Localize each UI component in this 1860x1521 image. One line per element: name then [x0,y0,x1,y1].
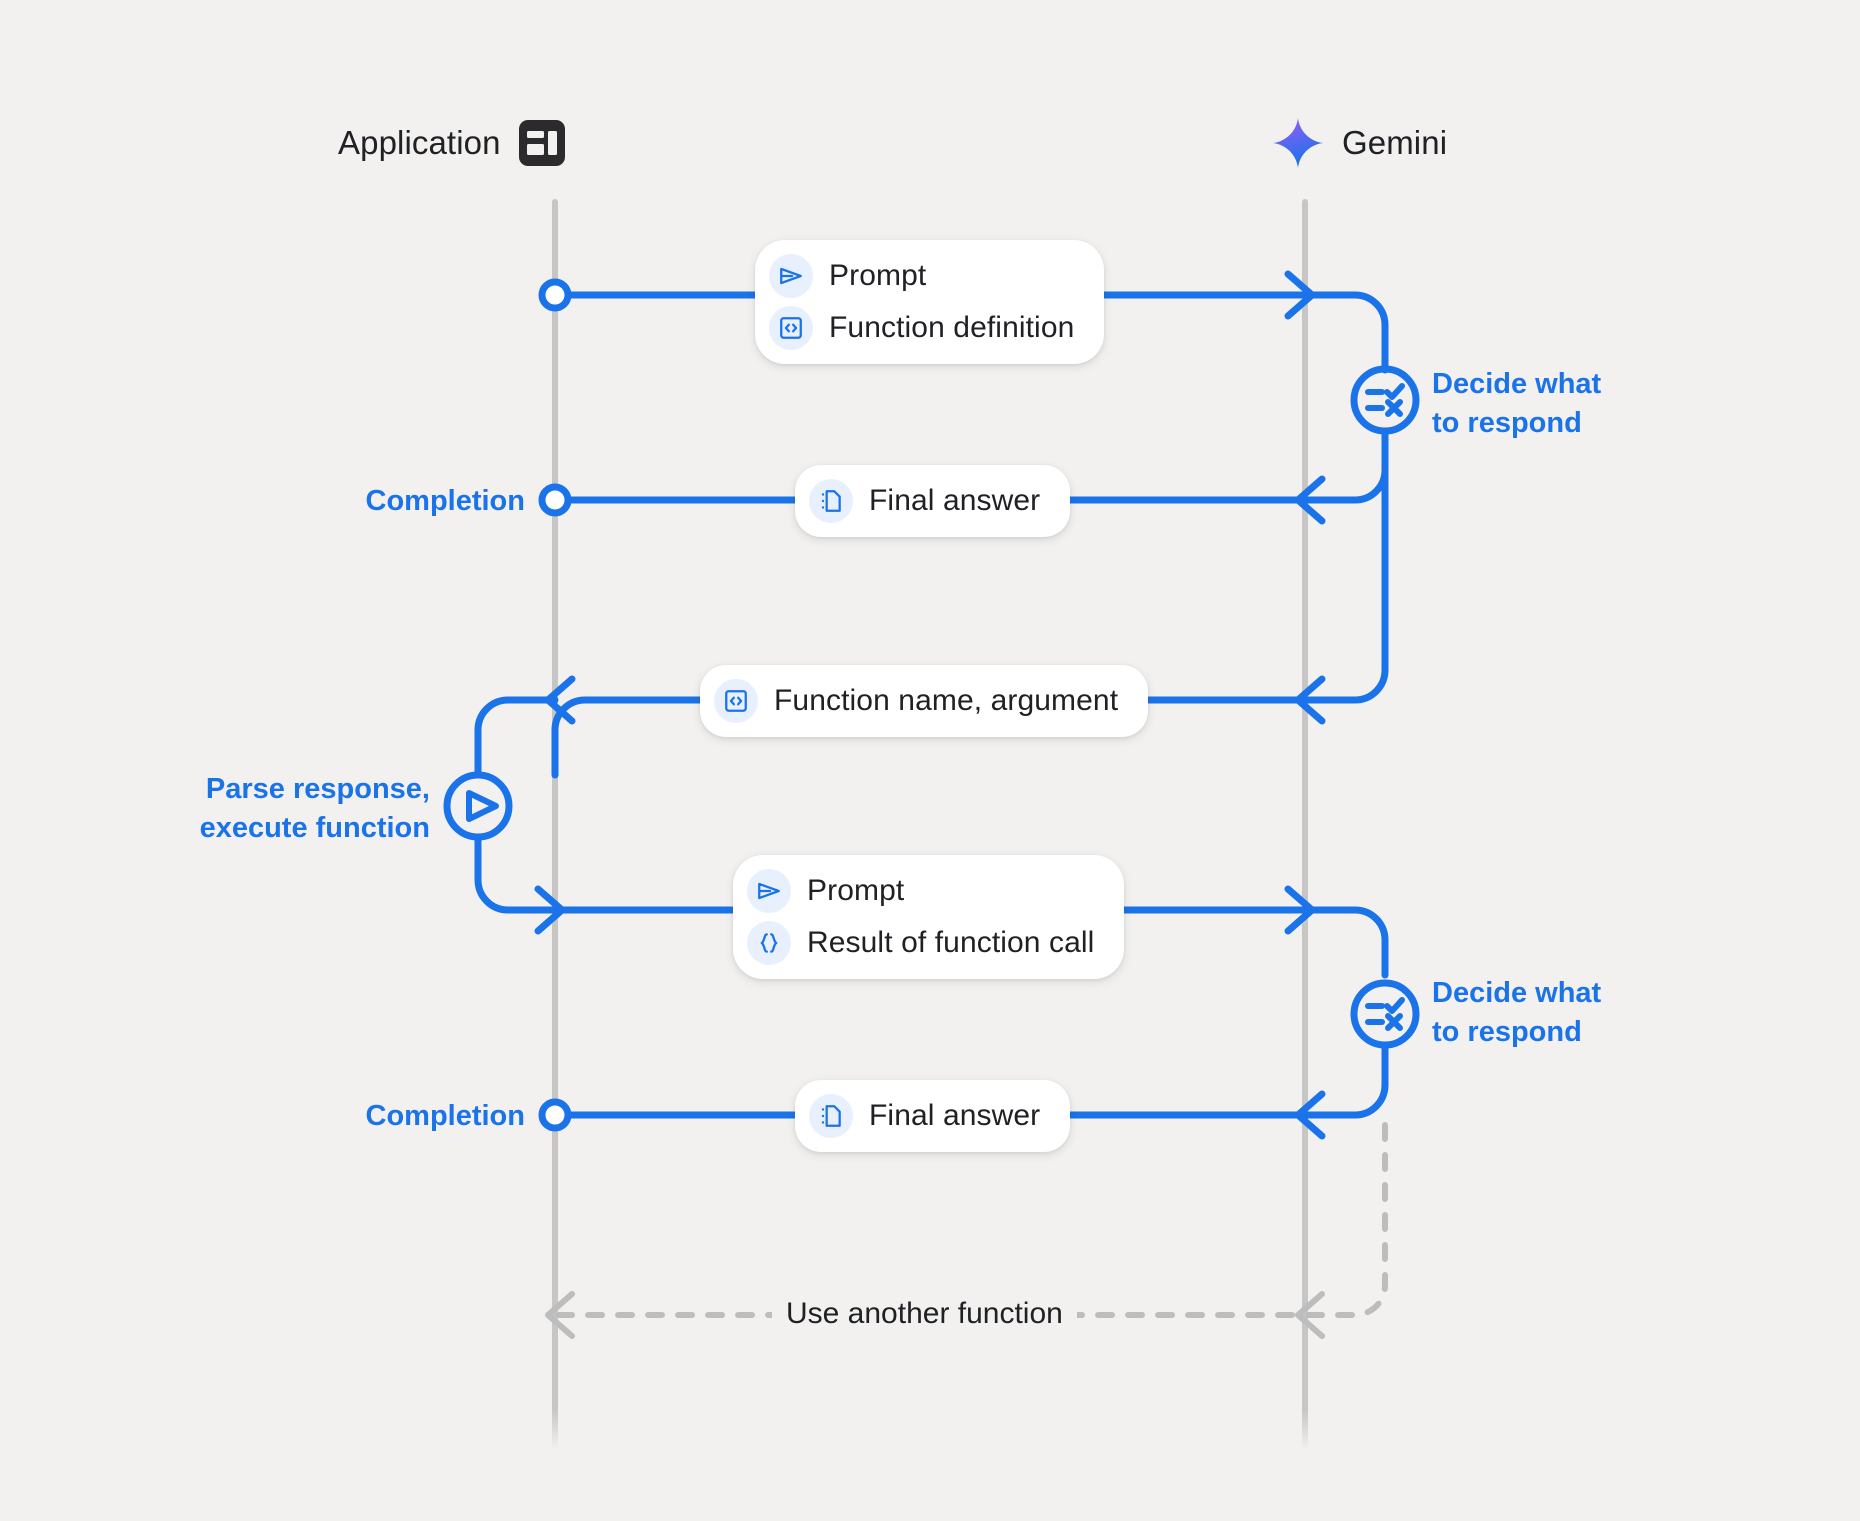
annotation-parse: Parse response, execute function [199,773,430,844]
lifeline-application [552,199,558,1450]
message-bubble-request-2[interactable]: Prompt Result of function call [733,855,1125,979]
code-brackets-square-icon [769,306,813,350]
lifeline-gemini [1302,199,1308,1450]
wire-parse-riser [474,696,559,914]
node-decide-1 [1350,365,1420,435]
gemini-sparkle-icon [1273,118,1323,168]
send-triangle-icon [769,254,813,298]
actor-application-label: Application [338,124,501,161]
bubble-row-label: Result of function call [807,926,1095,959]
code-brackets-square-icon [714,679,758,723]
node-parse [443,771,513,841]
bubble-row-label: Final answer [869,484,1041,517]
message-bubble-final-answer-1[interactable]: Final answer [795,465,1071,537]
bubble-row: Function definition [769,306,1074,350]
bubble-row-label: Prompt [829,259,927,292]
document-icon [809,1094,853,1138]
actor-gemini: Gemini [1272,117,1447,169]
message-bubble-request-1[interactable]: Prompt Function definition [755,240,1105,364]
bubble-row-label: Function definition [829,311,1075,344]
message-bubble-function-call[interactable]: Function name, argument [700,665,1149,737]
bubble-row-label: Prompt [807,874,905,907]
bubble-row: Final answer [809,1094,1040,1138]
annotation-completion-1: Completion [365,485,526,517]
actor-application: Application [338,120,565,166]
bubble-row: Final answer [809,479,1040,523]
dashboard-layout-icon [518,120,565,166]
bubble-row: Prompt [769,254,1074,298]
send-triangle-icon [747,869,791,913]
annotation-completion-2: Completion [365,1100,526,1132]
message-bubble-final-answer-2[interactable]: Final answer [795,1080,1071,1152]
node-decide-2 [1350,979,1420,1049]
bubble-row-label: Final answer [869,1099,1041,1132]
actor-gemini-label: Gemini [1342,124,1448,161]
document-icon [809,479,853,523]
bubble-row: Prompt [747,869,1094,913]
curly-braces-icon [747,921,791,965]
annotation-decide-1: Decide what to respond [1432,368,1602,439]
annotation-loop: Use another function [772,1297,1077,1331]
annotation-decide-2: Decide what to respond [1432,977,1602,1048]
bubble-row: Function name, argument [714,679,1118,723]
bubble-row: Result of function call [747,921,1094,965]
bubble-row-label: Function name, argument [774,684,1119,717]
